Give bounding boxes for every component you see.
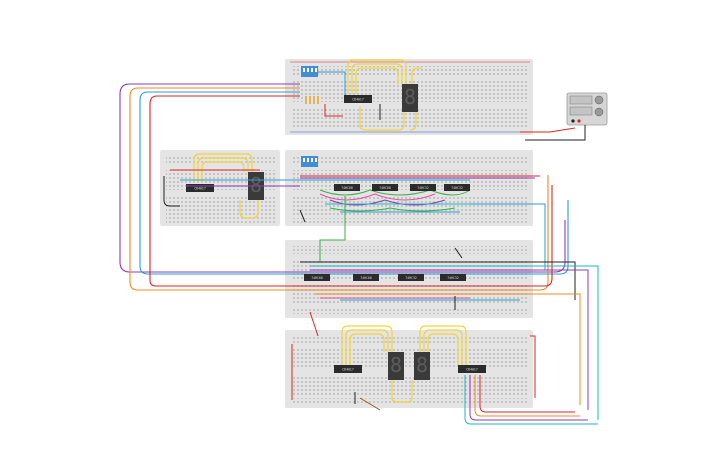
wires-midleft-yellow	[193, 153, 259, 219]
dip-switch-top[interactable]	[301, 66, 318, 77]
chip-lower-gate-3: 74HC32	[398, 274, 424, 281]
chip-label: 74HC32	[447, 276, 459, 280]
chip-bottom-left-counter: CD4017	[334, 365, 362, 373]
chip-top-counter: CD4017	[344, 95, 372, 103]
chip-mid-gate-2: 74HC08	[372, 184, 398, 191]
wires-midleft-misc	[163, 169, 260, 207]
chip-label: 74HC08	[379, 186, 391, 190]
chip-lower-gate-2: 74HC08	[353, 274, 379, 281]
chip-label: CD4017	[342, 367, 354, 371]
wires-bottom-misc	[291, 335, 598, 425]
chip-label: CD4017	[466, 367, 478, 371]
wires-left-loops	[119, 83, 569, 291]
wires-lower	[300, 247, 599, 420]
chip-label: CD4017	[194, 186, 206, 190]
chip-label: 74HC08	[360, 276, 372, 280]
chip-label: 74HC08	[311, 276, 323, 280]
positive-terminal-icon	[577, 119, 581, 123]
chip-label: 74HC32	[405, 276, 417, 280]
svg-text:8: 8	[404, 85, 416, 109]
chip-label: 74HC08	[341, 186, 353, 190]
wires-bottom-yellow	[341, 325, 467, 403]
chip-mid-gate-3: 74HC32	[410, 184, 436, 191]
voltage-knob-icon[interactable]	[594, 95, 604, 105]
svg-text:8: 8	[390, 353, 402, 377]
wires-middle-gates	[180, 175, 546, 270]
wires-top-yellow	[347, 59, 422, 131]
resistor-array-top	[305, 96, 319, 104]
dip-switch-middle[interactable]	[301, 156, 318, 167]
breadboard-middle-right	[285, 150, 533, 226]
wires-top-misc	[318, 71, 586, 141]
negative-terminal-icon	[571, 119, 575, 123]
chip-mid-left-counter: CD4017	[186, 184, 214, 192]
current-knob-icon[interactable]	[594, 107, 604, 117]
seven-segment-display-4: 8	[414, 352, 430, 380]
chip-mid-gate-1: 74HC08	[334, 184, 360, 191]
chip-label: 74HC32	[417, 186, 429, 190]
svg-text:8: 8	[250, 173, 262, 197]
chip-lower-gate-1: 74HC08	[304, 274, 330, 281]
chip-lower-gate-4: 74HC32	[440, 274, 466, 281]
power-supply[interactable]	[566, 92, 608, 126]
chip-mid-gate-4: 74HC32	[444, 184, 470, 191]
chip-label: CD4017	[352, 97, 364, 101]
chip-label: 74HC32	[451, 186, 463, 190]
breadboard-bottom	[285, 330, 533, 408]
chip-bottom-right-counter: CD4017	[458, 365, 486, 373]
seven-segment-display-1: 8	[402, 84, 418, 112]
svg-text:8: 8	[416, 353, 428, 377]
seven-segment-display-3: 8	[388, 352, 404, 380]
